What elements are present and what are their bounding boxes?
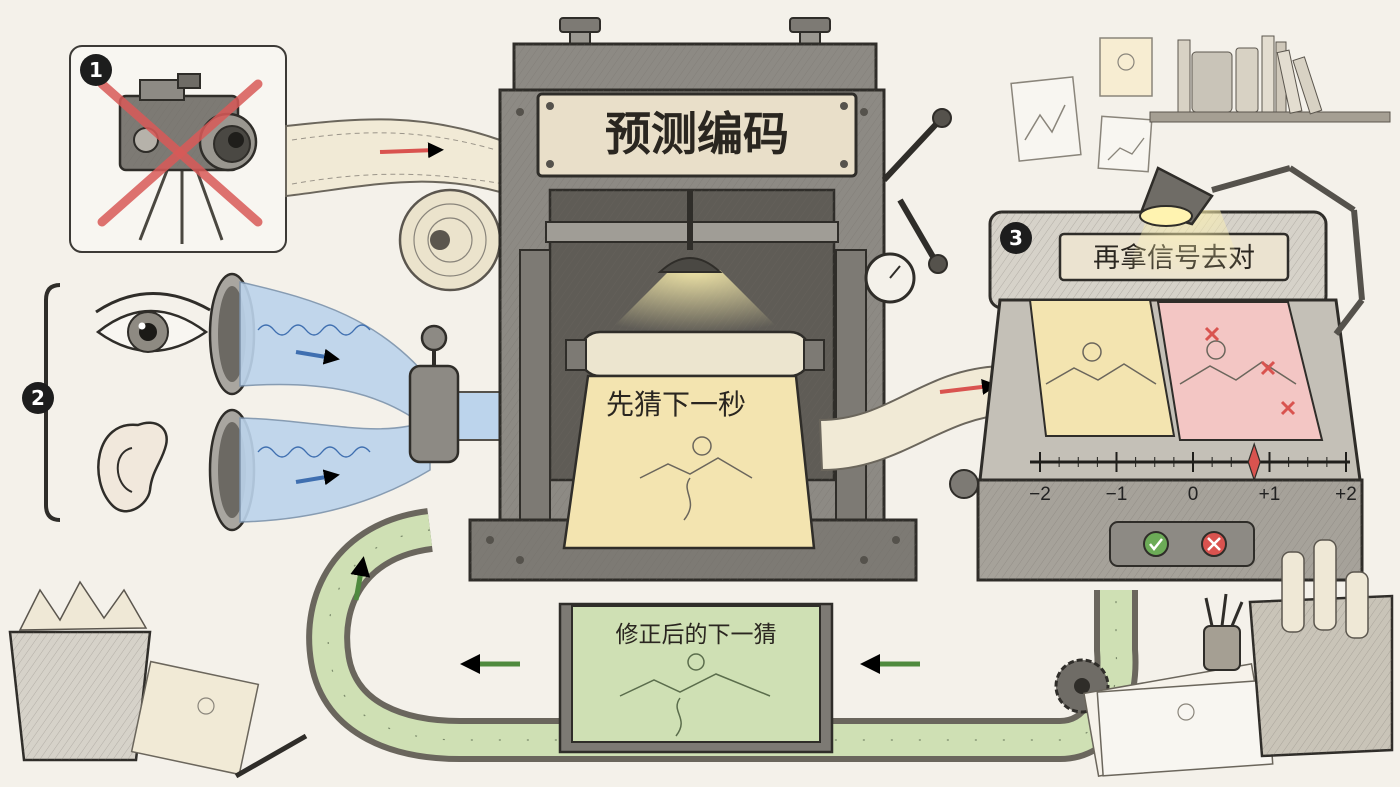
predicted-sheet	[1028, 299, 1176, 437]
prediction-error-scale: −2 −1 0 +1 +2	[1029, 442, 1357, 505]
step-3-badge: 3	[1000, 222, 1032, 254]
svg-text:3: 3	[1009, 226, 1023, 250]
pipe-valve[interactable]	[408, 364, 460, 464]
step-1-panel	[69, 45, 287, 253]
input-paper-strip	[285, 118, 512, 292]
wall-sketches	[1010, 37, 1153, 173]
desk-lamp-icon	[1120, 165, 1365, 336]
svg-text:1: 1	[89, 58, 103, 82]
actual-signal-sheet	[1156, 301, 1324, 441]
prediction-output: 先猜下一秒	[562, 330, 825, 550]
pencil-cup	[1203, 593, 1244, 671]
scale-tick-label: 0	[1188, 484, 1199, 505]
scroll-crate	[1248, 539, 1394, 758]
sound-signal-stream	[239, 417, 431, 523]
step-2-senses	[44, 272, 551, 532]
corrected-label: 修正后的下一猜	[616, 622, 777, 648]
machine-title-sign: 预测编码	[536, 92, 858, 178]
pressure-gauge	[864, 252, 916, 304]
mismatch-marks	[1204, 326, 1296, 416]
prediction-paper	[562, 374, 816, 550]
waste-basket	[8, 580, 152, 762]
discarded-sketches	[130, 660, 308, 779]
corrected-guess-sheet: 修正后的下一猜	[558, 602, 834, 754]
machine-title: 预测编码	[605, 107, 789, 161]
scale-tick-label: −1	[1106, 484, 1128, 505]
scale-tick-label: +2	[1335, 484, 1357, 505]
ear-icon	[97, 421, 168, 513]
error-marker	[1247, 442, 1261, 482]
step-1-badge: 1	[80, 54, 112, 86]
prediction-label: 先猜下一秒	[606, 388, 746, 421]
crossed-out-camera-icon	[97, 73, 263, 244]
sun-mountain-sketch	[639, 436, 753, 521]
eye-icon	[95, 292, 211, 353]
cross-icon	[1207, 537, 1221, 551]
reject-button[interactable]	[1201, 531, 1227, 557]
scale-tick-label: −2	[1029, 484, 1051, 505]
svg-text:2: 2	[31, 386, 45, 410]
vision-signal-stream	[239, 281, 431, 432]
bookshelf	[1149, 35, 1391, 123]
scale-tick-label: +1	[1259, 484, 1281, 505]
comparator-knob[interactable]	[949, 469, 979, 499]
check-icon	[1149, 538, 1163, 552]
paper-stack	[1083, 663, 1274, 777]
step-2-badge: 2	[22, 382, 54, 414]
accept-button[interactable]	[1143, 531, 1169, 557]
